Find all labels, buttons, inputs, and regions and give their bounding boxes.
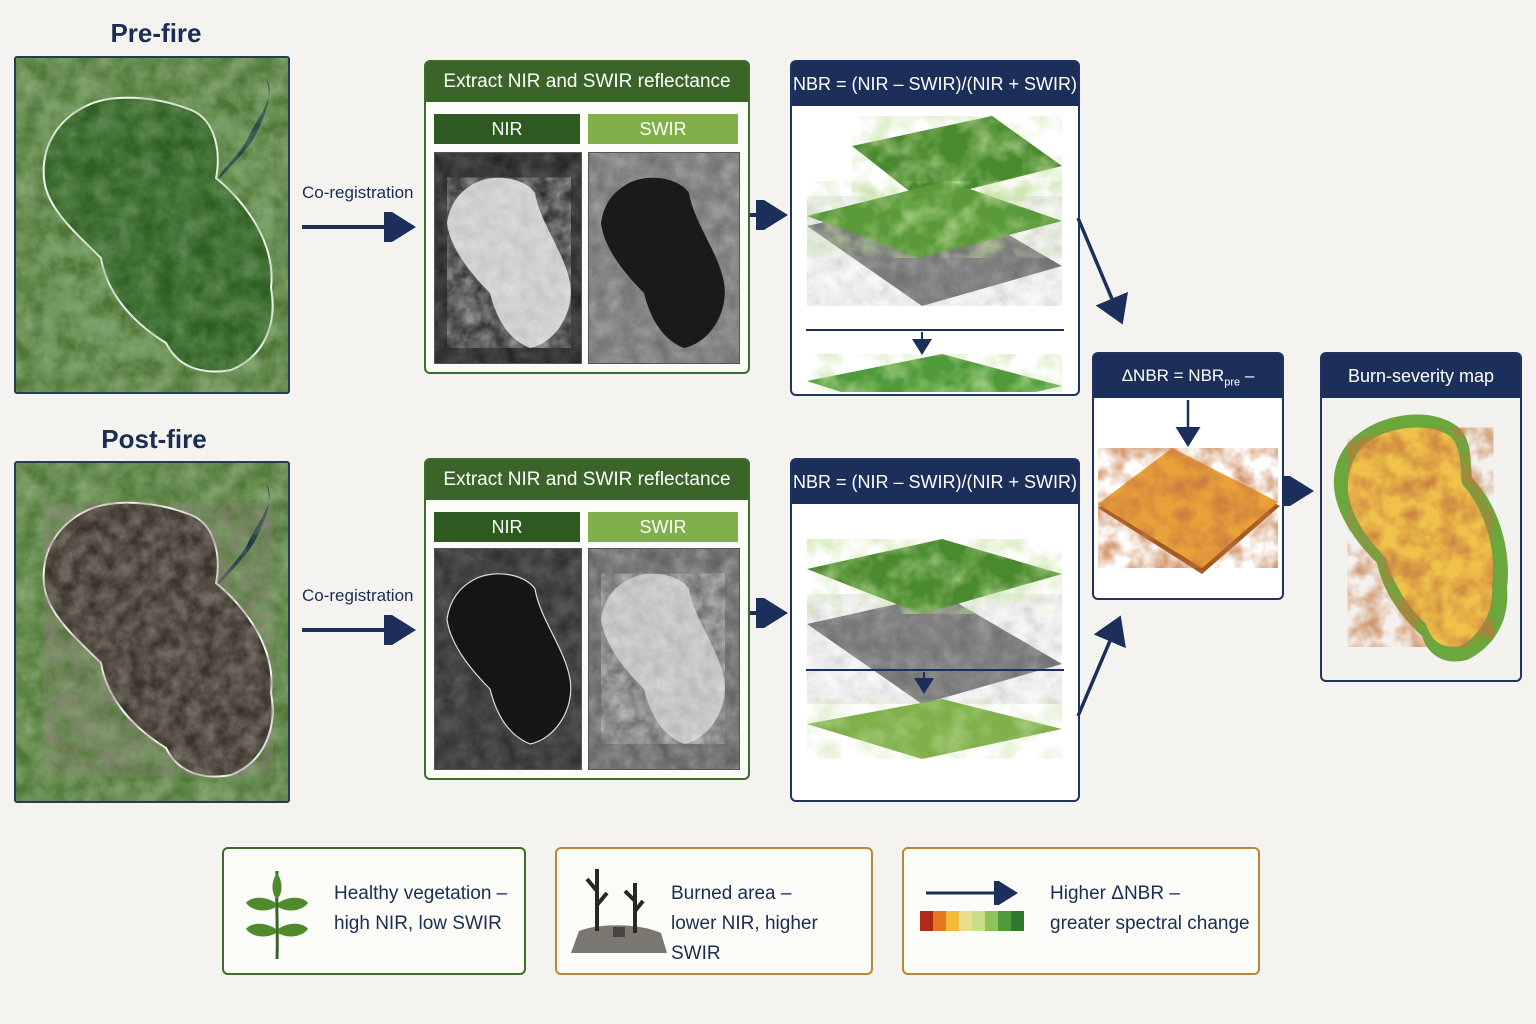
pre-swir-band-label: SWIR [588, 114, 738, 144]
legend-change-line1: Higher ΔNBR – [1050, 883, 1180, 904]
pre-swir-image [588, 152, 740, 364]
post-nbr-panel: NBR = (NIR – SWIR)/(NIR + SWIR) [790, 458, 1080, 802]
leaf-icon [246, 870, 308, 960]
pre-nbr-to-dnbr-arrow [1076, 217, 1129, 325]
post-swir-band-label: SWIR [588, 512, 738, 542]
pre-fire-satellite-image [14, 56, 290, 394]
legend-burned: Burned area – lower NIR, higher SWIR [555, 847, 873, 975]
legend-burned-line2: lower NIR, higher SWIR [671, 913, 818, 964]
pre-nbr-title: NBR = (NIR – SWIR)/(NIR + SWIR) [792, 62, 1078, 106]
post-coregistration-arrow [302, 615, 416, 645]
scale-swatch [946, 911, 959, 931]
pre-nir-band-label: NIR [434, 114, 580, 144]
post-fire-title: Post-fire [101, 424, 207, 454]
scale-swatch [998, 911, 1011, 931]
scale-swatch [985, 911, 998, 931]
post-nir-band-label: NIR [434, 512, 580, 542]
scale-swatch [933, 911, 946, 931]
pre-extract-panel: Extract NIR and SWIR reflectance NIR SWI… [424, 60, 750, 374]
post-nbr-to-dnbr-arrow [1076, 615, 1126, 717]
scale-swatch [972, 911, 985, 931]
legend-healthy-line1: Healthy vegetation – [334, 883, 508, 904]
legend-healthy: Healthy vegetation – high NIR, low SWIR [222, 847, 526, 975]
burn-severity-panel: Burn-severity map [1320, 352, 1522, 682]
scale-swatch [920, 911, 933, 931]
post-coregistration-label: Co-registration [302, 586, 414, 605]
swir-burn-patch [601, 177, 725, 348]
post-nir-image [434, 548, 582, 770]
pre-coregistration-label: Co-registration [302, 183, 414, 202]
pre-extract-title: Extract NIR and SWIR reflectance [426, 62, 748, 102]
post-nir-burn-outline [446, 573, 572, 745]
pre-nbr-panel: NBR = (NIR – SWIR)/(NIR + SWIR) [790, 60, 1080, 396]
legend-burned-line1: Burned area – [671, 883, 792, 904]
dnbr-pre-subscript: pre [1224, 376, 1241, 389]
dnbr-formula: ΔNBR = NBRpre – NBRpost [1094, 354, 1282, 439]
pre-coregistration-arrow [302, 212, 416, 242]
dnbr-to-map-arrow [1282, 476, 1314, 506]
post-fire-satellite-image [14, 461, 290, 803]
post-extract-panel: Extract NIR and SWIR reflectance NIR SWI… [424, 458, 750, 780]
pre-fire-title: Pre-fire [110, 18, 202, 48]
dnbr-formula-prefix: ΔNBR = NBR [1121, 366, 1225, 385]
legend-change: Higher ΔNBR – greater spectral change [902, 847, 1260, 975]
legend-change-line2: greater spectral change [1050, 913, 1250, 934]
burn-severity-title: Burn-severity map [1322, 354, 1520, 398]
scale-swatch [1011, 911, 1024, 931]
arrow-right-icon [926, 881, 1018, 905]
dnbr-color-scale [920, 911, 1024, 931]
post-extract-title: Extract NIR and SWIR reflectance [426, 460, 748, 500]
legend-healthy-line2: high NIR, low SWIR [334, 913, 502, 934]
scale-swatch [959, 911, 972, 931]
pre-to-nbr-arrow [750, 200, 788, 230]
post-swir-image [588, 548, 740, 770]
post-to-nbr-arrow [750, 598, 788, 628]
dnbr-panel: ΔNBR = NBRpre – NBRpost [1092, 352, 1284, 600]
post-nbr-title: NBR = (NIR – SWIR)/(NIR + SWIR) [792, 460, 1078, 504]
pre-nir-image [434, 152, 582, 364]
burned-trees-icon [571, 869, 667, 953]
dnbr-post-subscript: post [1195, 426, 1217, 439]
